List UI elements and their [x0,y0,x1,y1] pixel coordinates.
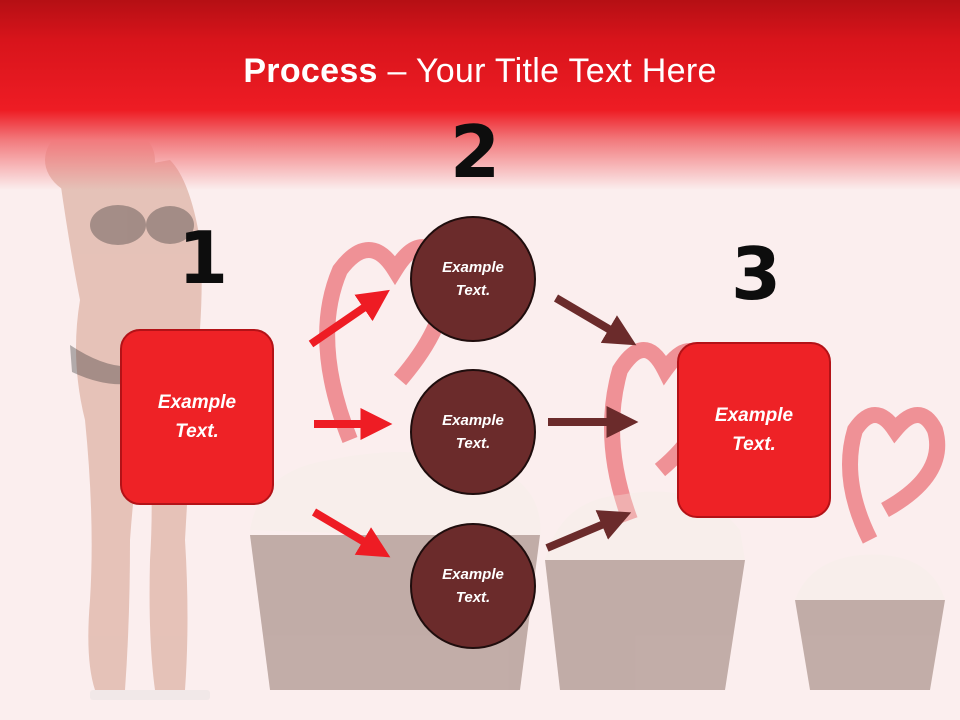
arrow-from-circle-bottom [545,510,632,552]
step-number-2: 2 [450,110,501,194]
right-box: Example Text. [677,342,831,518]
arrow-from-circle-top [553,294,637,346]
step-number-3: 3 [731,232,782,316]
circle-middle-label: Example Text. [442,412,504,452]
title-bold: Process [243,52,378,90]
left-box-label: Example Text. [157,392,237,442]
title-rest: – Your Title Text Here [377,52,717,90]
circle-bottom-label: Example Text. [442,566,504,606]
right-box-label: Example Text. [714,405,794,455]
left-box: Example Text. [120,329,274,505]
circle-middle: Example Text. [410,369,536,495]
arrow-to-circle-top [308,289,390,348]
title-band [0,0,960,190]
arrow-to-circle-bottom [311,508,391,558]
step-number-1: 1 [178,216,229,300]
circle-top-label: Example Text. [442,259,504,299]
circle-top: Example Text. [410,216,536,342]
circle-bottom: Example Text. [410,523,536,649]
slide-title: Process – Your Title Text Here [0,52,960,91]
